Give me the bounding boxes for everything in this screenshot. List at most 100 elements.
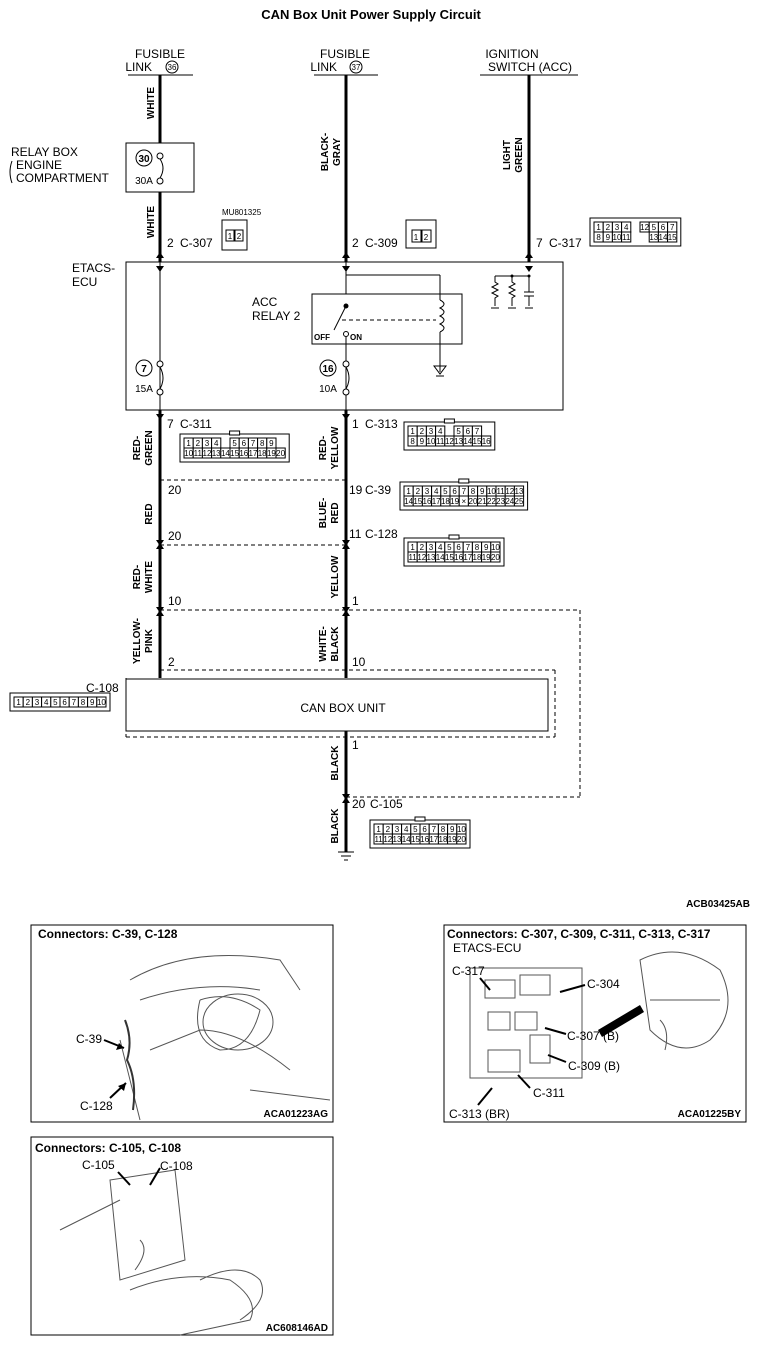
connector-c-309: 2 C-309 1 2 xyxy=(352,219,437,250)
svg-text:RED: RED xyxy=(330,502,341,523)
connector-pin: 3 xyxy=(205,439,210,448)
svg-text:AC608146AD: AC608146AD xyxy=(266,1323,328,1334)
connector-pin: 11 xyxy=(374,835,383,844)
svg-text:Connectors: C-105, C-108: Connectors: C-105, C-108 xyxy=(35,1141,181,1155)
connector-pin: 20 xyxy=(491,553,500,562)
svg-text:RED-: RED- xyxy=(318,436,329,460)
svg-text:BLACK: BLACK xyxy=(330,745,341,781)
connector-pin: 17 xyxy=(432,497,441,506)
svg-text:19: 19 xyxy=(349,483,363,497)
connector-pin: 13 xyxy=(649,233,658,242)
panel-etacs-connectors: Connectors: C-307, C-309, C-311, C-313, … xyxy=(443,924,747,1123)
connector-pin: 4 xyxy=(214,439,219,448)
svg-text:BLACK: BLACK xyxy=(330,626,341,662)
connector-pin: 7 xyxy=(466,543,471,552)
wire-color-labels: WHITE WHITE BLACK- GRAY LIGHT GREEN RED-… xyxy=(132,87,525,844)
svg-text:2: 2 xyxy=(352,236,359,250)
connector-pin: 19 xyxy=(482,553,491,562)
svg-text:C-313 (BR): C-313 (BR) xyxy=(449,1107,510,1121)
svg-text:1: 1 xyxy=(352,594,359,608)
connector-pin: 4 xyxy=(438,427,443,436)
svg-text:ACC: ACC xyxy=(252,295,278,309)
svg-text:WHITE-: WHITE- xyxy=(318,626,329,662)
svg-text:RED: RED xyxy=(144,503,155,524)
connector-pin: 7 xyxy=(72,698,77,707)
svg-text:FUSIBLE: FUSIBLE xyxy=(135,47,185,61)
svg-text:20: 20 xyxy=(168,483,182,497)
svg-text:36: 36 xyxy=(168,63,177,72)
diagram-title: CAN Box Unit Power Supply Circuit xyxy=(261,7,481,22)
svg-text:C-39: C-39 xyxy=(76,1032,102,1046)
svg-text:BLACK: BLACK xyxy=(330,808,341,844)
connector-pin: 16 xyxy=(454,553,463,562)
svg-text:2: 2 xyxy=(168,655,175,669)
svg-text:7: 7 xyxy=(536,236,543,250)
connector-pin: 11 xyxy=(622,233,631,242)
connector-pin: 10 xyxy=(613,233,622,242)
connector-pin: 16 xyxy=(239,449,248,458)
svg-text:C-108: C-108 xyxy=(86,681,119,695)
connector-pin: 16 xyxy=(482,437,491,446)
connector-pin: 1 xyxy=(596,223,601,232)
svg-text:C-108: C-108 xyxy=(160,1159,193,1173)
svg-text:Connectors: C-39, C-128: Connectors: C-39, C-128 xyxy=(38,927,178,941)
connector-pin: 13 xyxy=(515,487,524,496)
svg-text:RELAY BOX: RELAY BOX xyxy=(11,145,78,159)
svg-text:ACA01223AG: ACA01223AG xyxy=(264,1109,329,1120)
source-ignition-switch: IGNITION SWITCH (ACC) xyxy=(480,47,578,76)
svg-text:C-39: C-39 xyxy=(365,483,391,497)
connector-pin: 3 xyxy=(425,487,430,496)
svg-text:C-105: C-105 xyxy=(370,797,403,811)
connector-pin: 12 xyxy=(203,449,212,458)
svg-text:LINK: LINK xyxy=(125,60,152,74)
connector-pin: 9 xyxy=(269,439,274,448)
connector-pin: 1 xyxy=(410,427,415,436)
connector-pin: 5 xyxy=(456,427,461,436)
connector-pin: 15 xyxy=(411,835,420,844)
connector-pin: 18 xyxy=(439,835,448,844)
connector-pin: 8 xyxy=(260,439,265,448)
svg-text:OFF: OFF xyxy=(314,333,330,342)
connector-pin: 2 xyxy=(196,439,201,448)
connector-pin: 7 xyxy=(462,487,467,496)
connector-pin: 22 xyxy=(487,497,496,506)
connector-pin: 12 xyxy=(445,437,454,446)
svg-text:Connectors: C-307, C-309, C-31: Connectors: C-307, C-309, C-311, C-313, … xyxy=(447,927,711,941)
connector-pin: 4 xyxy=(624,223,629,232)
svg-text:1: 1 xyxy=(352,417,359,431)
connector-pin: 7 xyxy=(251,439,256,448)
svg-text:RED-: RED- xyxy=(132,436,143,460)
connector-pin: 9 xyxy=(450,825,455,834)
svg-text:C-311: C-311 xyxy=(180,417,212,431)
connector-pin: 7 xyxy=(475,427,480,436)
diagram-code: ACB03425AB xyxy=(686,899,750,910)
connector-pin: 25 xyxy=(515,497,524,506)
svg-text:YELLOW: YELLOW xyxy=(330,555,341,598)
svg-text:ECU: ECU xyxy=(72,275,97,289)
connector-pin: 16 xyxy=(420,835,429,844)
connector-pin: 6 xyxy=(466,427,471,436)
svg-text:C-128: C-128 xyxy=(80,1099,113,1113)
svg-text:GREEN: GREEN xyxy=(144,430,155,466)
connector-pin: 15 xyxy=(413,497,422,506)
svg-text:WHITE: WHITE xyxy=(144,561,155,594)
svg-text:ON: ON xyxy=(350,333,362,342)
connector-pin: 8 xyxy=(471,487,476,496)
connector-pin: 7 xyxy=(432,825,437,834)
svg-text:C-307 (B): C-307 (B) xyxy=(567,1029,619,1043)
connector-pin: 9 xyxy=(90,698,95,707)
svg-text:LINK: LINK xyxy=(310,60,337,74)
connector-pin: 10 xyxy=(97,698,106,707)
svg-text:1: 1 xyxy=(414,233,419,242)
connector-pin: 18 xyxy=(473,553,482,562)
connector-pin: 10 xyxy=(457,825,466,834)
connector-pin: 8 xyxy=(475,543,480,552)
